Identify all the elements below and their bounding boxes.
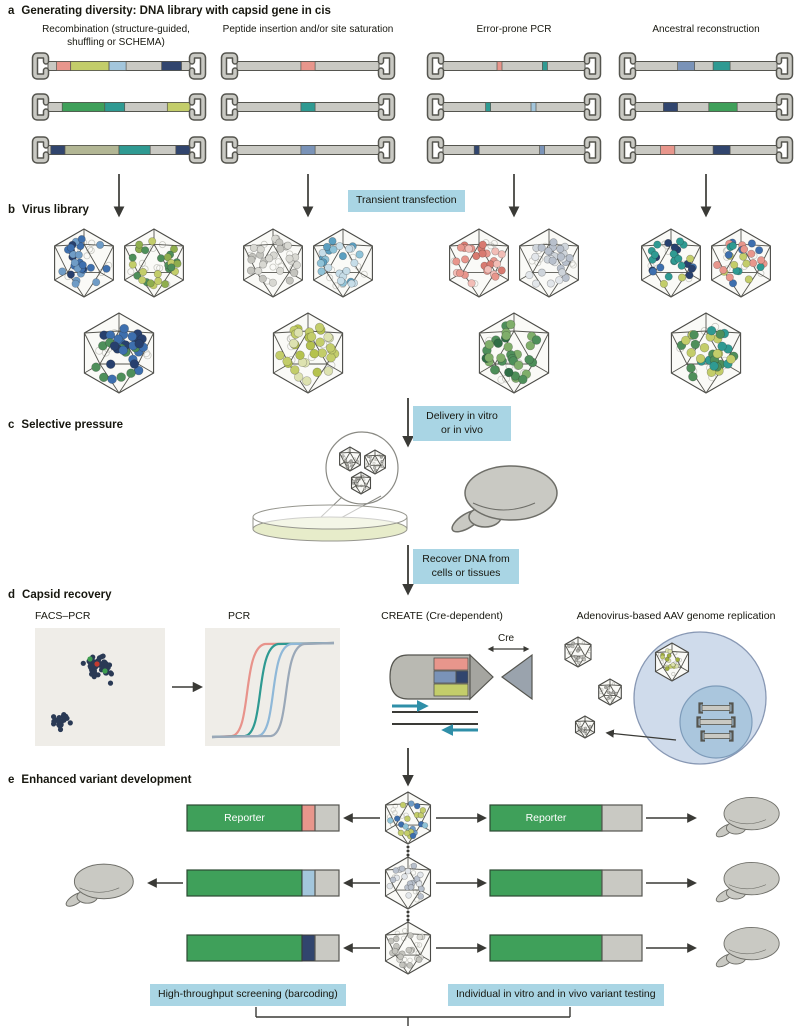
ellipsis-dot bbox=[406, 849, 410, 853]
mini-dna-construct bbox=[698, 702, 734, 714]
panel-c-letter: c bbox=[8, 419, 15, 431]
dna-construct bbox=[31, 93, 207, 121]
adenovirus-label: Adenovirus-based AAV genome replication bbox=[576, 610, 776, 622]
capsid-icon bbox=[670, 312, 742, 394]
capsid-icon bbox=[350, 471, 372, 495]
dna-construct bbox=[31, 136, 207, 164]
ellipsis-dot bbox=[406, 918, 410, 922]
capsid-icon bbox=[384, 791, 432, 845]
ellipsis-dot bbox=[406, 910, 410, 914]
ellipsis-dot bbox=[406, 914, 410, 918]
ellipsis-dot bbox=[406, 845, 410, 849]
column-header-recombination: Recombination (structure-guided, shuffli… bbox=[42, 24, 190, 48]
facs-plot bbox=[35, 628, 165, 746]
capsid-icon bbox=[711, 228, 771, 298]
pcr-label: PCR bbox=[228, 610, 251, 622]
capsid-icon bbox=[124, 228, 184, 298]
brain-icon bbox=[65, 863, 134, 907]
reporter-bar bbox=[489, 934, 643, 962]
panel-d-heading: Capsid recovery bbox=[22, 589, 112, 601]
capsid-icon bbox=[519, 228, 579, 298]
dna-construct bbox=[618, 136, 794, 164]
dna-construct bbox=[426, 93, 602, 121]
capsid-icon bbox=[313, 228, 373, 298]
reporter-bar bbox=[489, 869, 643, 897]
dna-construct bbox=[426, 52, 602, 80]
create-construct bbox=[389, 646, 533, 736]
dna-construct bbox=[426, 136, 602, 164]
panel-c-title: c Selective pressure bbox=[8, 419, 123, 431]
capsid-icon bbox=[574, 715, 596, 739]
capsid-icon bbox=[384, 856, 432, 910]
cre-label: Cre bbox=[498, 633, 515, 644]
cre-triangle bbox=[500, 653, 533, 701]
panel-e-heading: Enhanced variant development bbox=[21, 774, 192, 786]
transient-transfection-label: Transient transfection bbox=[348, 190, 465, 212]
pcr-curve bbox=[211, 641, 335, 739]
capsid-icon bbox=[654, 642, 690, 682]
reporter-label-left: Reporter bbox=[224, 812, 265, 824]
panel-b-letter: b bbox=[8, 204, 16, 216]
panel-d-letter: d bbox=[8, 589, 16, 601]
recover-dna-label: Recover DNA from cells or tissues bbox=[413, 549, 519, 585]
pcr-curve bbox=[211, 641, 335, 739]
capsid-icon bbox=[449, 228, 509, 298]
panel-d-title: d Capsid recovery bbox=[8, 589, 112, 601]
capsid-icon bbox=[54, 228, 114, 298]
panel-b-heading: Virus library bbox=[22, 204, 89, 216]
dna-construct bbox=[220, 52, 396, 80]
create-label: CREATE (Cre-dependent) bbox=[381, 610, 503, 622]
brain-icon bbox=[715, 926, 780, 968]
reporter-bar bbox=[186, 804, 340, 832]
capsid-icon bbox=[83, 312, 155, 394]
brain-icon bbox=[451, 465, 558, 533]
mini-dna-construct bbox=[700, 730, 734, 742]
brain-icon bbox=[715, 861, 780, 903]
delivery-label: Delivery in vitro or in vivo bbox=[413, 406, 511, 442]
ellipsis-dot bbox=[406, 853, 410, 857]
facs-pcr-label: FACS–PCR bbox=[35, 610, 91, 622]
facs-dots bbox=[51, 653, 114, 733]
bottom-bracket bbox=[255, 1007, 571, 1026]
panel-b-title: b Virus library bbox=[8, 204, 89, 216]
panel-a-title: a Generating diversity: DNA library with … bbox=[8, 5, 331, 17]
column-header-error-prone-pcr: Error-prone PCR bbox=[476, 24, 552, 35]
capsid-icon bbox=[564, 636, 592, 668]
pcr-curve bbox=[211, 641, 335, 739]
column-header-peptide-insertion: Peptide insertion and/or site saturation bbox=[222, 24, 394, 35]
panel-a-heading: Generating diversity: DNA library with c… bbox=[21, 5, 331, 17]
dna-construct bbox=[618, 93, 794, 121]
capsid-icon bbox=[478, 312, 550, 394]
capsid-icon bbox=[598, 678, 622, 706]
individual-testing-label: Individual in vitro and in vivo variant … bbox=[448, 984, 664, 1006]
capsid-icon bbox=[364, 449, 386, 475]
panel-a-letter: a bbox=[8, 5, 15, 17]
reporter-bar bbox=[489, 804, 643, 832]
reporter-label-right: Reporter bbox=[525, 812, 567, 824]
arrow bbox=[605, 729, 677, 741]
panel-c-heading: Selective pressure bbox=[21, 419, 124, 431]
capsid-icon bbox=[384, 921, 432, 975]
brain-icon bbox=[715, 796, 780, 838]
capsid-icon bbox=[272, 312, 344, 394]
reporter-bar bbox=[186, 869, 340, 897]
high-throughput-screening-label: High-throughput screening (barcoding) bbox=[150, 984, 346, 1006]
mini-dna-construct bbox=[696, 716, 736, 728]
capsid-icon bbox=[339, 446, 361, 472]
pcr-curve bbox=[211, 641, 335, 739]
reporter-bar bbox=[186, 934, 340, 962]
column-header-ancestral: Ancestral reconstruction bbox=[652, 24, 760, 35]
dna-construct bbox=[31, 52, 207, 80]
dna-construct bbox=[220, 136, 396, 164]
panel-e-title: e Enhanced variant development bbox=[8, 774, 191, 786]
dna-construct bbox=[618, 52, 794, 80]
capsid-icon bbox=[641, 228, 701, 298]
dna-construct bbox=[220, 93, 396, 121]
panel-e-letter: e bbox=[8, 774, 15, 786]
capsid-icon bbox=[243, 228, 303, 298]
